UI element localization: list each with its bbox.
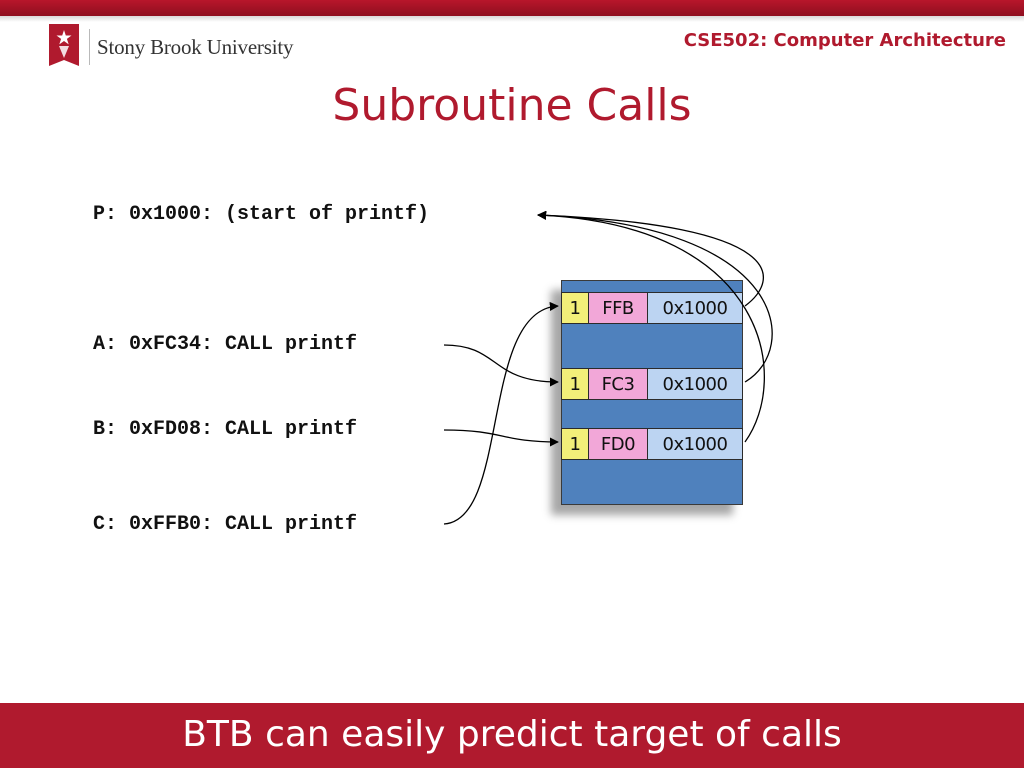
btb-valid-bit: 1 <box>561 428 589 460</box>
target-fc3-arrow <box>537 210 773 383</box>
btb-valid-bit: 1 <box>561 368 589 400</box>
course-title: CSE502: Computer Architecture <box>683 30 1006 51</box>
btb-row: 1 FFB 0x1000 <box>561 292 743 324</box>
top-bar <box>0 0 1024 16</box>
code-line-a: A: 0xFC34: CALL printf <box>93 333 358 356</box>
btb-target: 0x1000 <box>647 428 743 460</box>
btb-tag: FFB <box>587 292 649 324</box>
call-b-arrow <box>443 429 559 447</box>
slide-title: Subroutine Calls <box>332 80 692 131</box>
code-line-c: C: 0xFFB0: CALL printf <box>93 513 358 536</box>
btb-valid-bit: 1 <box>561 292 589 324</box>
call-c-arrow <box>443 301 559 525</box>
btb-target: 0x1000 <box>647 368 743 400</box>
target-fd0-arrow <box>537 210 765 443</box>
btb-row: 1 FD0 0x1000 <box>561 428 743 460</box>
target-ffb-arrow <box>537 210 764 307</box>
call-a-arrow <box>443 344 559 387</box>
logo-divider <box>89 29 90 65</box>
code-line-b: B: 0xFD08: CALL printf <box>93 418 358 441</box>
code-line-p: P: 0x1000: (start of printf) <box>93 203 430 226</box>
logo-text: Stony Brook University <box>97 34 294 59</box>
shield-icon <box>49 24 79 66</box>
top-bar-shadow <box>0 16 1024 22</box>
btb-tag: FD0 <box>587 428 649 460</box>
takeaway-banner: BTB can easily predict target of calls <box>0 703 1024 768</box>
btb-tag: FC3 <box>587 368 649 400</box>
university-logo: Stony Brook University <box>48 24 293 70</box>
btb-target: 0x1000 <box>647 292 743 324</box>
btb-row: 1 FC3 0x1000 <box>561 368 743 400</box>
